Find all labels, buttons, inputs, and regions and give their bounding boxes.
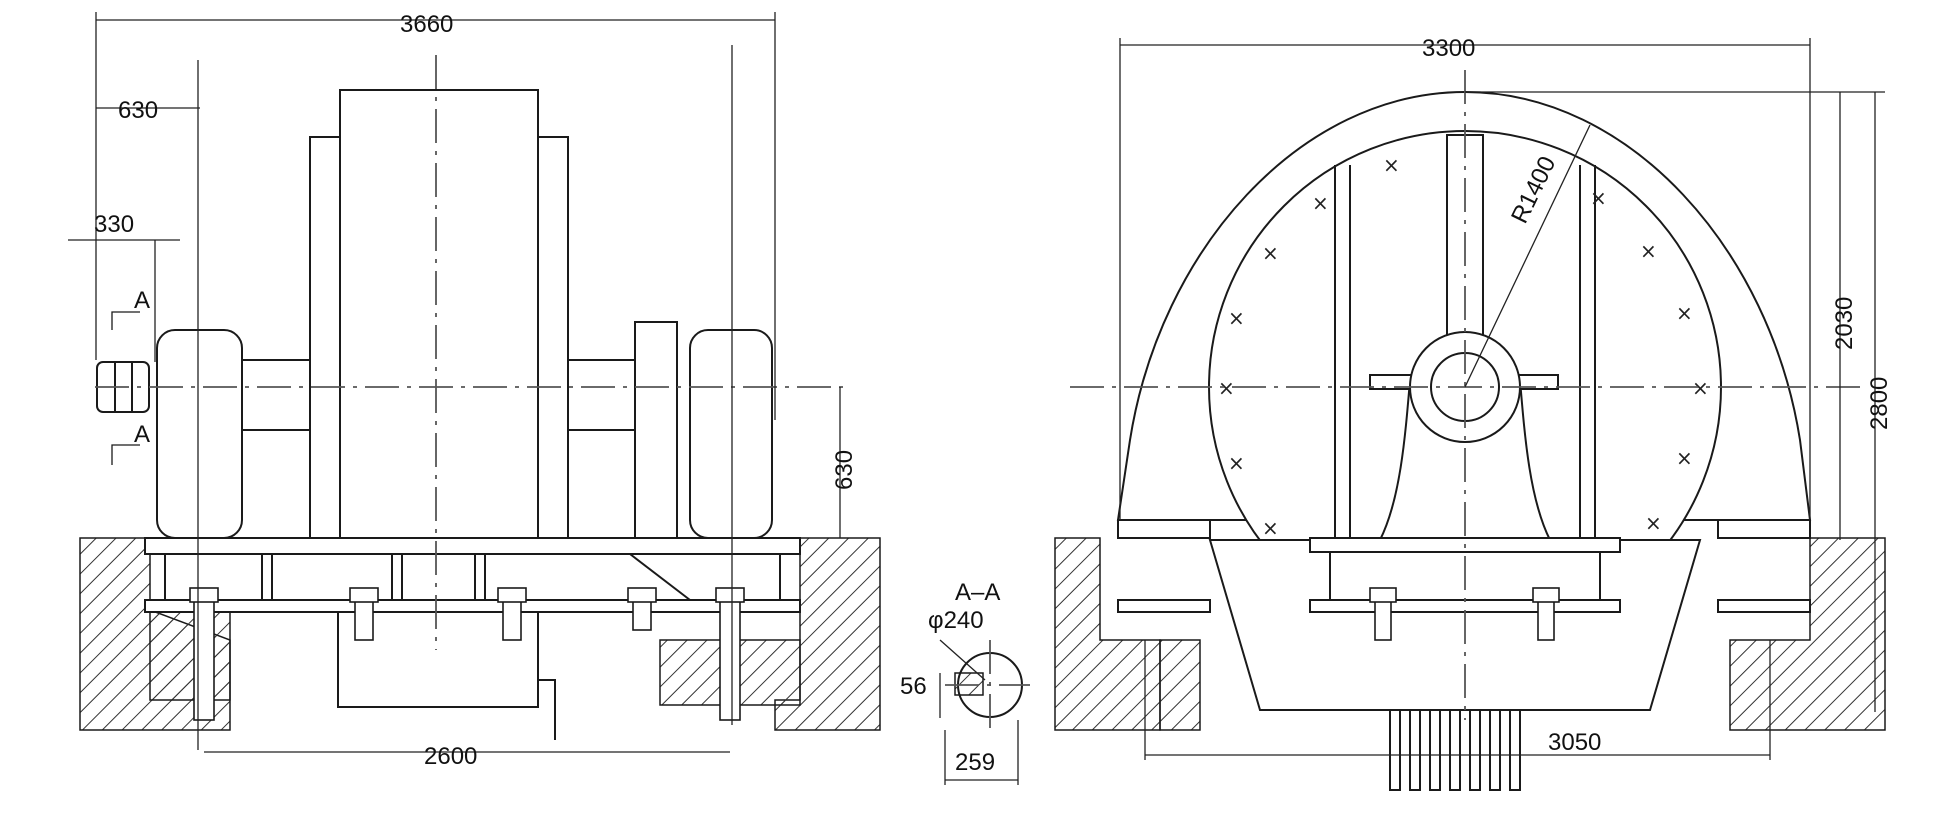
base-lower-plate: [144, 599, 801, 613]
rotor-drum: [339, 89, 539, 539]
keyway: [954, 672, 984, 696]
svg-text:×: ×: [1590, 186, 1607, 210]
shaft-left: [241, 359, 311, 431]
dim-diameter: φ240: [928, 607, 984, 634]
section-mark-a-top: A: [134, 287, 150, 314]
right-coupling-block: [634, 321, 678, 539]
dim-base-span: 3050: [1548, 729, 1601, 756]
dim-offset-630: 630: [118, 97, 158, 124]
base-ribs: [164, 553, 781, 601]
svg-text:×: ×: [1228, 306, 1245, 330]
right-support-lower: [1717, 599, 1811, 613]
svg-text:×: ×: [1383, 153, 1400, 177]
drain-pipe: [538, 679, 556, 740]
front-view: 3660 630 330 A A 630 2600: [68, 11, 881, 770]
dim-offset-330: 330: [94, 211, 134, 238]
shaft-right: [567, 359, 636, 431]
svg-text:×: ×: [1640, 239, 1657, 263]
left-bearing-pedestal: [156, 329, 243, 539]
svg-text:×: ×: [1228, 451, 1245, 475]
svg-text:×: ×: [1312, 191, 1329, 215]
svg-text:×: ×: [1676, 301, 1693, 325]
section-mark-a-bottom: A: [134, 421, 150, 448]
pipes: [1389, 709, 1521, 791]
dim-shaft-height: 630: [831, 450, 858, 490]
svg-text:×: ×: [1262, 241, 1279, 265]
foundation-box: [1208, 539, 1702, 711]
base-plate: [144, 537, 801, 555]
dim-bolt-spacing: 2600: [424, 743, 477, 770]
left-support-lower: [1117, 599, 1211, 613]
right-support: [1717, 519, 1811, 539]
svg-text:×: ×: [1645, 511, 1662, 535]
anchor-bolts: [189, 587, 745, 721]
side-ground-hatch: [1054, 537, 1886, 731]
section-title: A–A: [955, 579, 1000, 606]
svg-text:×: ×: [1692, 376, 1709, 400]
dim-height-total: 2800: [1866, 377, 1893, 430]
dim-overall-width: 3660: [400, 11, 453, 38]
svg-text:×: ×: [1262, 516, 1279, 540]
dim-key-width: 56: [900, 673, 927, 700]
dim-key-depth: 259: [955, 749, 995, 776]
side-view: × × × × × × × × × × × × ×: [1054, 35, 1893, 791]
bolt-markers: × × × × × × × × × × × × ×: [1218, 153, 1709, 540]
left-support: [1117, 519, 1211, 539]
section-view: A–A φ240 56 259: [900, 579, 1030, 785]
dim-height-inner: 2030: [1831, 297, 1858, 350]
right-bearing-pedestal: [689, 329, 773, 539]
svg-text:×: ×: [1676, 446, 1693, 470]
dim-side-width: 3300: [1422, 35, 1475, 62]
svg-text:×: ×: [1218, 376, 1235, 400]
